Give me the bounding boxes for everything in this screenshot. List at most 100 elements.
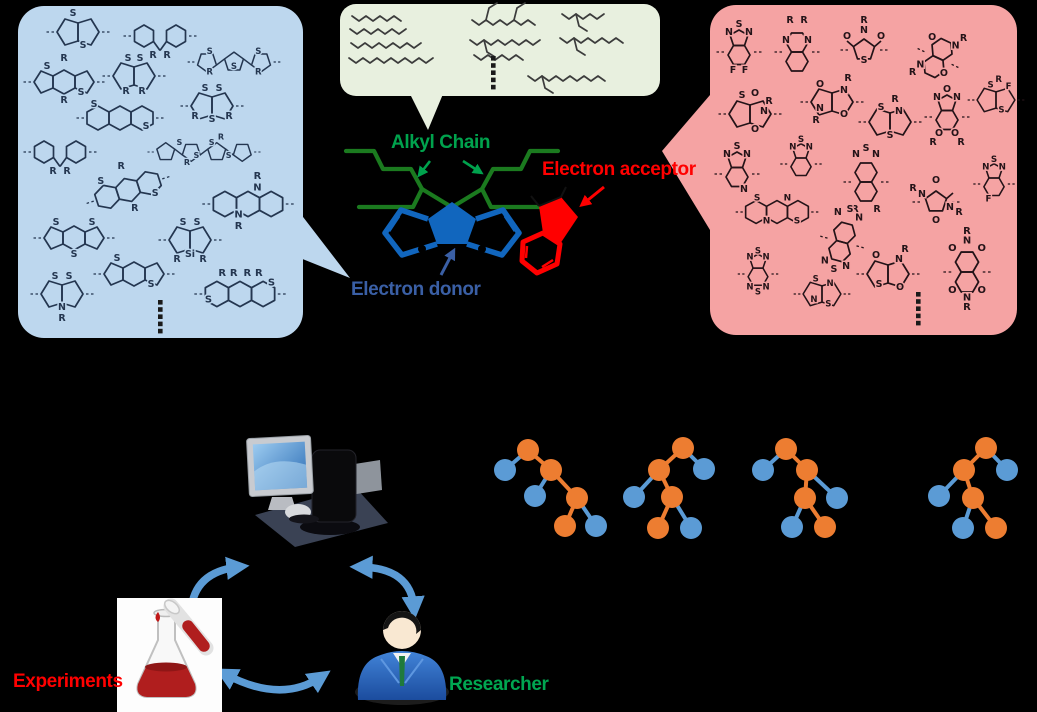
svg-text:R: R <box>957 137 965 148</box>
svg-text:N: N <box>933 92 941 103</box>
svg-text:R: R <box>800 15 808 26</box>
svg-text:O: O <box>935 128 943 139</box>
tree-node <box>680 517 702 539</box>
svg-text:S: S <box>736 19 743 30</box>
electron-donor-label: Electron donor <box>351 279 481 300</box>
svg-text:O: O <box>977 285 985 296</box>
svg-text:R: R <box>891 94 899 105</box>
svg-text:R: R <box>218 132 225 141</box>
test-tube <box>163 598 214 656</box>
svg-text:N: N <box>740 184 748 195</box>
svg-text:S: S <box>44 61 51 72</box>
svg-text:Si: Si <box>185 249 195 260</box>
tree-node <box>566 487 588 509</box>
alkyl-chain-right-structure <box>451 148 561 210</box>
svg-text:R: R <box>63 166 71 177</box>
svg-text:R: R <box>184 158 191 167</box>
tree-node <box>826 487 848 509</box>
decision-tree <box>752 438 848 538</box>
svg-text:N: N <box>946 202 954 213</box>
tree-node <box>672 437 694 459</box>
svg-text:N: N <box>895 254 903 265</box>
tree-node <box>796 459 818 481</box>
tree-node <box>494 459 516 481</box>
svg-text:R: R <box>60 53 68 64</box>
svg-text:S: S <box>998 106 1004 116</box>
donor-library-box <box>18 6 303 338</box>
svg-text:R: R <box>873 204 881 215</box>
tree-node <box>985 517 1007 539</box>
svg-text:S: S <box>991 155 997 165</box>
ellipsis-mark <box>158 300 163 334</box>
svg-text:S: S <box>180 217 187 228</box>
svg-text:N: N <box>982 162 989 172</box>
svg-text:S: S <box>205 294 212 305</box>
svg-text:R: R <box>963 302 971 313</box>
svg-text:N: N <box>999 162 1006 172</box>
svg-text:F: F <box>730 65 737 76</box>
svg-text:R: R <box>49 166 57 177</box>
svg-text:N: N <box>963 236 971 247</box>
svg-text:N: N <box>745 27 753 38</box>
tree-node <box>996 459 1018 481</box>
molecule-structure: SS <box>46 7 110 53</box>
tree-node <box>752 459 774 481</box>
svg-text:S: S <box>209 138 215 147</box>
svg-text:R: R <box>244 268 252 279</box>
pouring-drop <box>155 612 160 622</box>
svg-text:N: N <box>743 149 751 160</box>
svg-text:S: S <box>70 8 77 19</box>
alkyl-chain-structure <box>350 42 422 49</box>
svg-text:F: F <box>742 65 749 76</box>
tree-node <box>540 459 562 481</box>
flask-liquid <box>137 667 196 697</box>
alkyl-chain-structure <box>527 75 606 94</box>
svg-text:R: R <box>225 111 233 122</box>
svg-text:N: N <box>804 35 812 46</box>
svg-text:R: R <box>960 33 968 44</box>
svg-text:O: O <box>877 31 885 42</box>
svg-text:S: S <box>125 53 132 64</box>
svg-text:N: N <box>253 182 261 193</box>
alkyl-chain-arrow-left <box>417 160 432 178</box>
svg-text:R: R <box>122 86 130 97</box>
svg-text:N: N <box>872 149 880 160</box>
researcher-hair <box>383 611 421 634</box>
acceptor-core-structure <box>519 186 578 276</box>
tree-node <box>775 438 797 460</box>
svg-text:S: S <box>66 271 73 282</box>
researcher-illustration <box>355 611 449 705</box>
svg-text:R: R <box>909 183 917 194</box>
svg-text:R: R <box>909 67 917 78</box>
svg-text:R: R <box>963 226 971 237</box>
alkyl-chain-structure <box>561 13 605 32</box>
svg-text:O: O <box>896 282 904 293</box>
svg-text:N: N <box>810 295 817 305</box>
tree-node <box>952 517 974 539</box>
svg-text:S: S <box>255 47 261 57</box>
tree-node <box>585 515 607 537</box>
svg-text:N: N <box>763 253 770 263</box>
svg-text:N: N <box>860 25 868 36</box>
tree-node <box>962 487 984 509</box>
svg-text:S: S <box>813 274 819 284</box>
svg-text:S: S <box>53 217 60 228</box>
tree-node <box>975 437 997 459</box>
svg-text:O: O <box>943 84 951 95</box>
svg-text:N: N <box>784 194 792 204</box>
svg-text:R: R <box>929 137 937 148</box>
svg-text:R: R <box>255 68 262 78</box>
